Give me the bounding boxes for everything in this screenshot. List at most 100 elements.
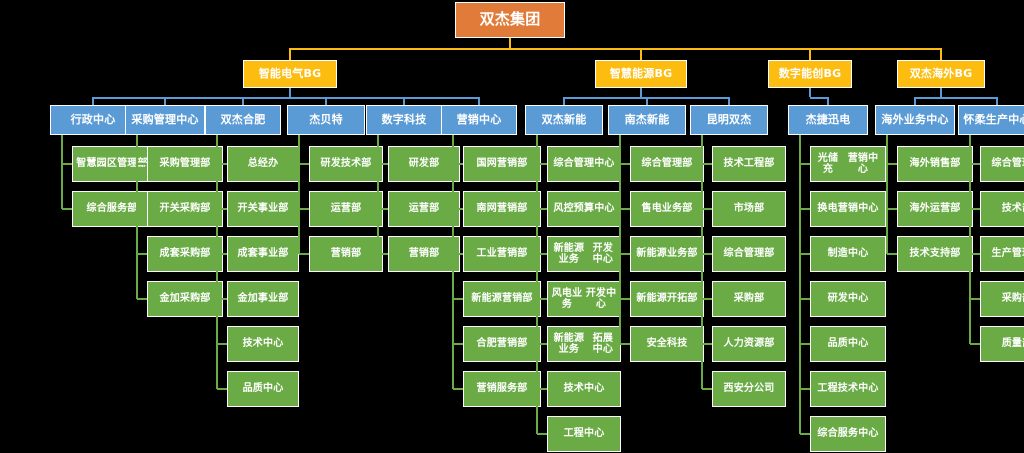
dept-node-1-0-3[interactable]: 风电业务开发中心 (547, 281, 621, 317)
dept-node-0-5-2[interactable]: 工业营销部 (463, 236, 541, 272)
dept-node-0-2-0[interactable]: 总经办 (227, 146, 299, 182)
dept-node-0-1-3[interactable]: 金加采购部 (147, 281, 223, 317)
root-node[interactable]: 双杰集团 (455, 2, 565, 38)
unit-node-1-2[interactable]: 昆明双杰 (690, 105, 768, 135)
bg-connector-stem-3 (940, 48, 942, 60)
dept-node-1-2-1[interactable]: 市场部 (712, 191, 786, 227)
dept-node-0-3-0[interactable]: 研发技术部 (309, 146, 383, 182)
dept-node-3-1-0[interactable]: 综合管理部 (980, 146, 1024, 182)
dept-connector-1-0-3 (537, 298, 547, 300)
dept-connector-3-1-2 (970, 253, 980, 255)
unit-node-3-1[interactable]: 怀柔生产中心 (958, 105, 1024, 135)
dept-node-2-0-5[interactable]: 工程技术中心 (810, 371, 886, 407)
bg-connector-stem-0 (289, 48, 291, 60)
dept-node-0-2-2[interactable]: 成套事业部 (227, 236, 299, 272)
bg-node-1[interactable]: 智慧能源BG (595, 60, 687, 88)
dept-node-3-0-2[interactable]: 技术支持部 (897, 236, 973, 272)
dept-node-1-0-4[interactable]: 新能源业务拓展中心 (547, 326, 621, 362)
dept-node-2-0-2[interactable]: 制造中心 (810, 236, 886, 272)
dept-node-0-4-1[interactable]: 运营部 (388, 191, 460, 227)
unit-node-1-1[interactable]: 南杰新能 (608, 105, 686, 135)
dept-node-1-1-1[interactable]: 售电业务部 (630, 191, 704, 227)
bg-node-2[interactable]: 数字能创BG (768, 60, 852, 88)
dept-node-1-0-5[interactable]: 技术中心 (547, 371, 621, 407)
dept-node-0-5-1[interactable]: 南网营销部 (463, 191, 541, 227)
dept-connector-0-5-5 (453, 388, 463, 390)
bg-node-0[interactable]: 智能电气BG (243, 60, 337, 88)
dept-node-0-1-2[interactable]: 成套采购部 (147, 236, 223, 272)
dept-node-0-5-0[interactable]: 国网营销部 (463, 146, 541, 182)
dept-node-3-1-3[interactable]: 采购部 (980, 281, 1024, 317)
unit-connector-drop-3-0 (914, 97, 916, 105)
dept-connector-2-0-5 (800, 388, 810, 390)
dept-connector-0-2-0 (217, 163, 227, 165)
unit-node-1-0[interactable]: 双杰新能 (525, 105, 603, 135)
dept-connector-1-0-5 (537, 388, 547, 390)
dept-node-1-2-5[interactable]: 西安分公司 (712, 371, 786, 407)
unit-node-0-1[interactable]: 采购管理中心 (125, 105, 205, 135)
dept-node-1-0-0[interactable]: 综合管理中心 (547, 146, 621, 182)
dept-node-3-0-0[interactable]: 海外销售部 (897, 146, 973, 182)
dept-node-1-2-0[interactable]: 技术工程部 (712, 146, 786, 182)
dept-node-0-2-5[interactable]: 品质中心 (227, 371, 299, 407)
dept-node-0-2-4[interactable]: 技术中心 (227, 326, 299, 362)
dept-node-2-0-6[interactable]: 综合服务中心 (810, 416, 886, 452)
dept-connector-0-2-1 (217, 208, 227, 210)
dept-connector-3-1-1 (970, 208, 980, 210)
dept-node-1-2-2[interactable]: 综合管理部 (712, 236, 786, 272)
dept-connector-0-1-1 (137, 208, 147, 210)
dept-node-0-5-5[interactable]: 营销服务部 (463, 371, 541, 407)
dept-node-1-2-4[interactable]: 人力资源部 (712, 326, 786, 362)
dept-spine-0-5 (452, 135, 454, 389)
dept-node-1-0-2[interactable]: 新能源业务开发中心 (547, 236, 621, 272)
dept-node-1-1-4[interactable]: 安全科技 (630, 326, 704, 362)
dept-connector-0-5-0 (453, 163, 463, 165)
bg-connector-stem-1 (640, 48, 642, 60)
bg-node-3[interactable]: 双杰海外BG (897, 60, 985, 88)
dept-node-3-1-4[interactable]: 质量部 (980, 326, 1024, 362)
dept-node-0-0-1[interactable]: 综合服务部 (72, 191, 152, 227)
dept-connector-0-5-2 (453, 253, 463, 255)
unit-node-2-0[interactable]: 杰捷迅电 (788, 105, 868, 135)
dept-connector-0-5-4 (453, 343, 463, 345)
dept-node-3-1-1[interactable]: 技术部 (980, 191, 1024, 227)
dept-node-0-5-3[interactable]: 新能源营销部 (463, 281, 541, 317)
dept-node-2-0-1[interactable]: 换电营销中心 (810, 191, 886, 227)
dept-spine-3-0 (886, 135, 888, 254)
unit-node-0-5[interactable]: 营销中心 (441, 105, 517, 135)
dept-connector-0-3-1 (299, 208, 309, 210)
dept-node-0-1-0[interactable]: 采购管理部 (147, 146, 223, 182)
unit-node-3-0[interactable]: 海外业务中心 (875, 105, 955, 135)
dept-node-1-2-3[interactable]: 采购部 (712, 281, 786, 317)
unit-connector-drop-0-5 (478, 97, 480, 105)
unit-node-0-2[interactable]: 双杰合肥 (205, 105, 281, 135)
dept-node-0-4-0[interactable]: 研发部 (388, 146, 460, 182)
dept-spine-3-1 (969, 135, 971, 344)
dept-node-1-0-6[interactable]: 工程中心 (547, 416, 621, 452)
unit-node-0-0[interactable]: 行政中心 (50, 105, 136, 135)
dept-connector-0-2-4 (217, 343, 227, 345)
dept-node-1-0-1[interactable]: 风控预算中心 (547, 191, 621, 227)
dept-connector-2-0-1 (800, 208, 810, 210)
dept-node-2-0-4[interactable]: 品质中心 (810, 326, 886, 362)
dept-connector-1-1-1 (620, 208, 630, 210)
dept-node-0-4-2[interactable]: 营销部 (388, 236, 460, 272)
dept-node-2-0-0[interactable]: 光储充营销中心 (810, 146, 886, 182)
dept-node-0-1-1[interactable]: 开关采购部 (147, 191, 223, 227)
dept-node-0-3-1[interactable]: 运营部 (309, 191, 383, 227)
dept-node-0-3-2[interactable]: 营销部 (309, 236, 383, 272)
dept-node-1-1-2[interactable]: 新能源业务部 (630, 236, 704, 272)
dept-connector-1-0-1 (537, 208, 547, 210)
dept-node-1-1-3[interactable]: 新能源开拓部 (630, 281, 704, 317)
unit-connector-drop-3-1 (996, 97, 998, 105)
dept-node-0-5-4[interactable]: 合肥营销部 (463, 326, 541, 362)
dept-node-2-0-3[interactable]: 研发中心 (810, 281, 886, 317)
dept-node-3-1-2[interactable]: 生产管理部 (980, 236, 1024, 272)
dept-node-3-0-1[interactable]: 海外运营部 (897, 191, 973, 227)
dept-connector-1-1-2 (620, 253, 630, 255)
dept-node-0-2-1[interactable]: 开关事业部 (227, 191, 299, 227)
unit-node-0-3[interactable]: 杰贝特 (287, 105, 365, 135)
unit-node-0-4[interactable]: 数字科技 (366, 105, 442, 135)
dept-node-0-2-3[interactable]: 金加事业部 (227, 281, 299, 317)
dept-node-1-1-0[interactable]: 综合管理部 (630, 146, 704, 182)
